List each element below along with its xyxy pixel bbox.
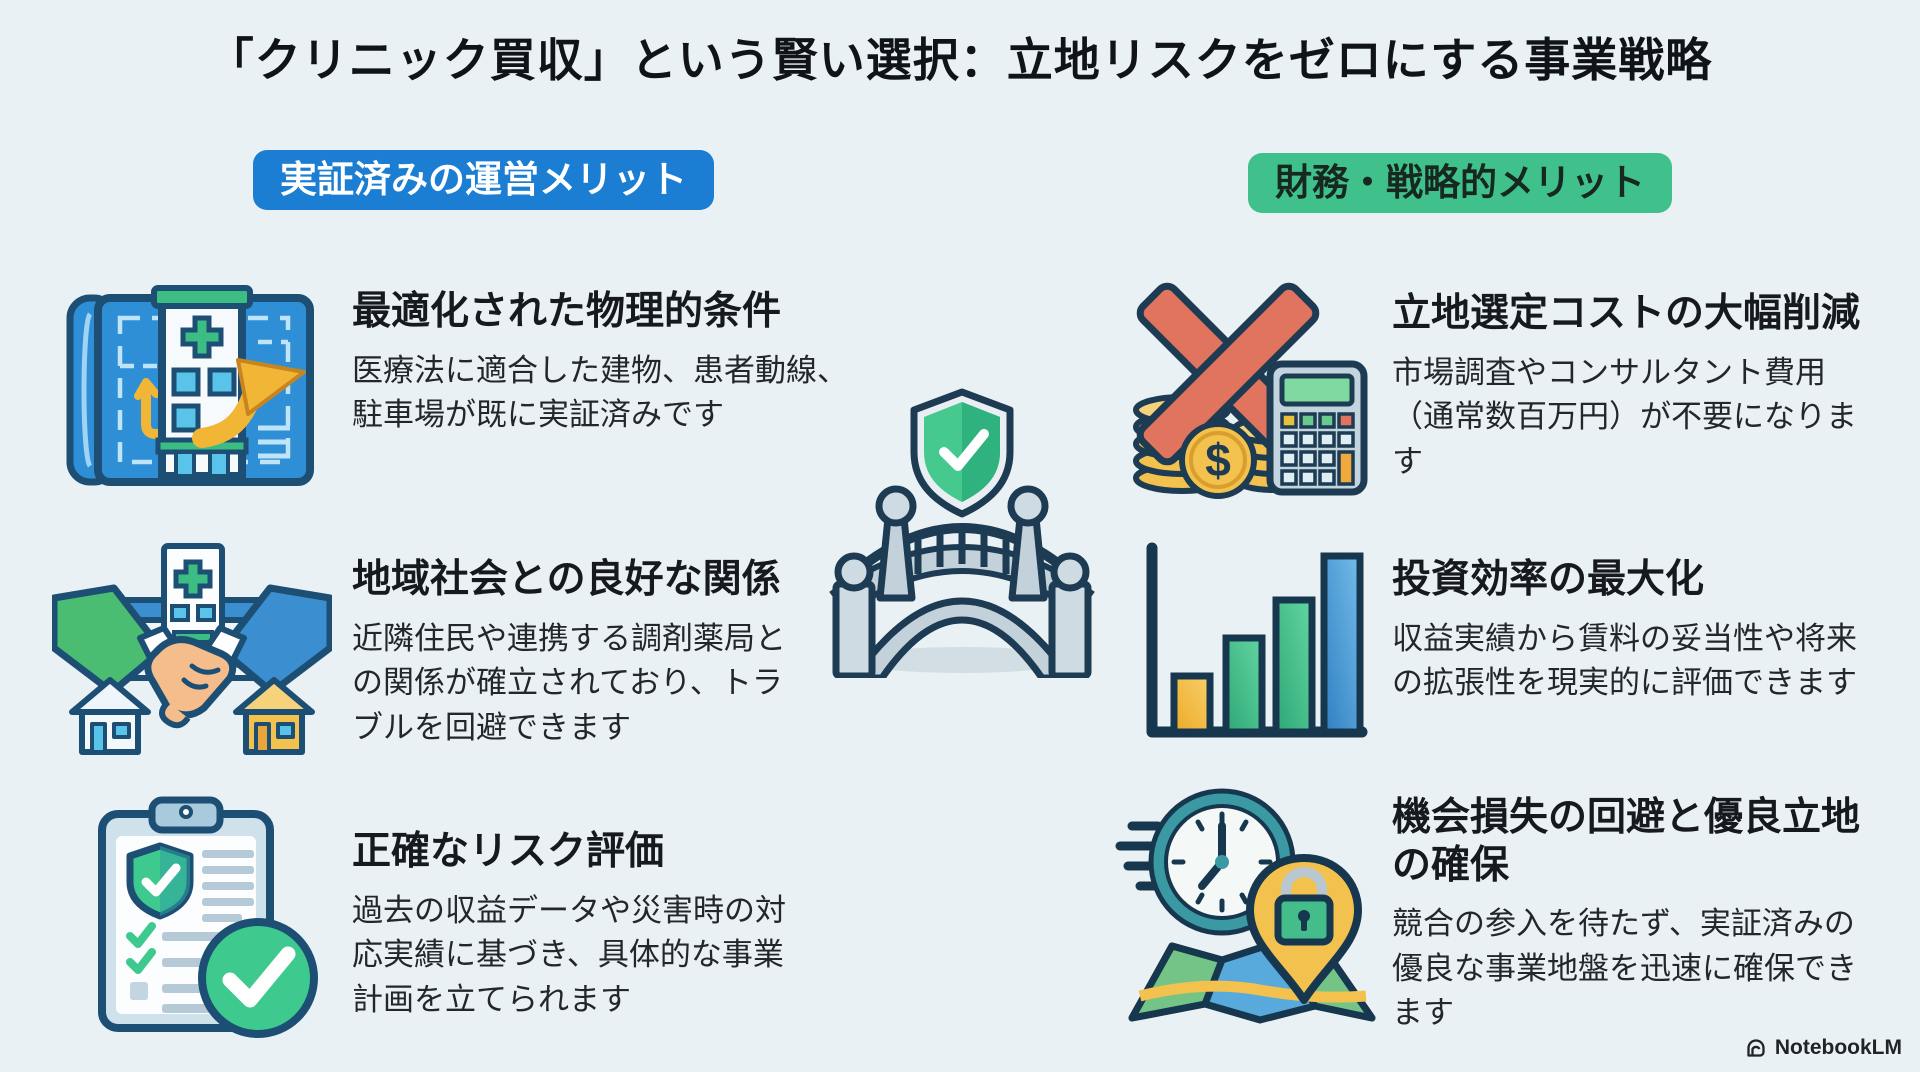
feature-left-2: 地域社会との良好な関係 近隣住民や連携する調剤薬局と の関係が確立されており、ト… bbox=[352, 556, 852, 750]
feature-heading: 立地選定コストの大幅削減 bbox=[1392, 292, 1861, 335]
svg-text:$: $ bbox=[1205, 434, 1231, 486]
clock-map-lock-icon bbox=[1110, 770, 1390, 1032]
brand-name: NotebookLM bbox=[1774, 1036, 1902, 1059]
growth-bar-chart-icon bbox=[1136, 540, 1372, 748]
feature-body: 過去の収益データや災害時の対 応実績に基づき、具体的な事業 計画を立てられます bbox=[352, 892, 786, 1017]
feature-left-3: 正確なリスク評価 過去の収益データや災害時の対 応実績に基づき、具体的な事業 計… bbox=[352, 828, 852, 1022]
feature-body: 収益実績から賃料の妥当性や将来 の拡張性を現実的に評価できます bbox=[1392, 620, 1857, 701]
feature-right-1: 立地選定コストの大幅削減 市場調査やコンサルタント費用 （通常数百万円）が不要に… bbox=[1392, 290, 1920, 484]
cost-cross-coins-calculator-icon: $ bbox=[1130, 280, 1370, 500]
feature-heading: 投資効率の最大化 bbox=[1392, 558, 1705, 601]
feature-heading: 最適化された物理的条件 bbox=[352, 290, 782, 333]
brand-footer: NotebookLM bbox=[1744, 1036, 1902, 1060]
feature-body: 競合の参入を待たず、実証済みの 優良な事業地盤を迅速に確保でき ます bbox=[1392, 906, 1857, 1031]
feature-body: 市場調査やコンサルタント費用 （通常数百万円）が不要になりま す bbox=[1392, 354, 1857, 479]
handshake-community-icon bbox=[52, 540, 332, 762]
page-title: 「クリニック買収」という賢い選択：立地リスクをゼロにする事業戦略 bbox=[207, 34, 1713, 86]
feature-left-1: 最適化された物理的条件 医療法に適合した建物、患者動線、 駐車場が既に実証済みで… bbox=[352, 288, 852, 438]
blueprint-clinic-icon bbox=[62, 272, 320, 498]
right-column-badge: 財務・戦略的メリット bbox=[1248, 153, 1672, 214]
feature-right-2: 投資効率の最大化 収益実績から賃料の妥当性や将来 の拡張性を現実的に評価できます bbox=[1392, 556, 1920, 706]
left-column-badge: 実証済みの運営メリット bbox=[253, 150, 714, 211]
feature-heading: 正確なリスク評価 bbox=[352, 830, 665, 873]
feature-body: 医療法に適合した建物、患者動線、 駐車場が既に実証済みです bbox=[352, 352, 848, 433]
bridge-shield-icon bbox=[826, 386, 1098, 678]
feature-right-3: 機会損失の回避と優良立地 の確保 競合の参入を待たず、実証済みの 優良な事業地盤… bbox=[1392, 794, 1920, 1036]
feature-body: 近隣住民や連携する調剤薬局と の関係が確立されており、トラ ブルを回避できます bbox=[352, 620, 786, 745]
notebooklm-logo-icon bbox=[1744, 1036, 1768, 1060]
feature-heading: 機会損失の回避と優良立地 の確保 bbox=[1392, 796, 1861, 887]
feature-heading: 地域社会との良好な関係 bbox=[352, 558, 781, 601]
clipboard-check-icon bbox=[72, 790, 324, 1042]
